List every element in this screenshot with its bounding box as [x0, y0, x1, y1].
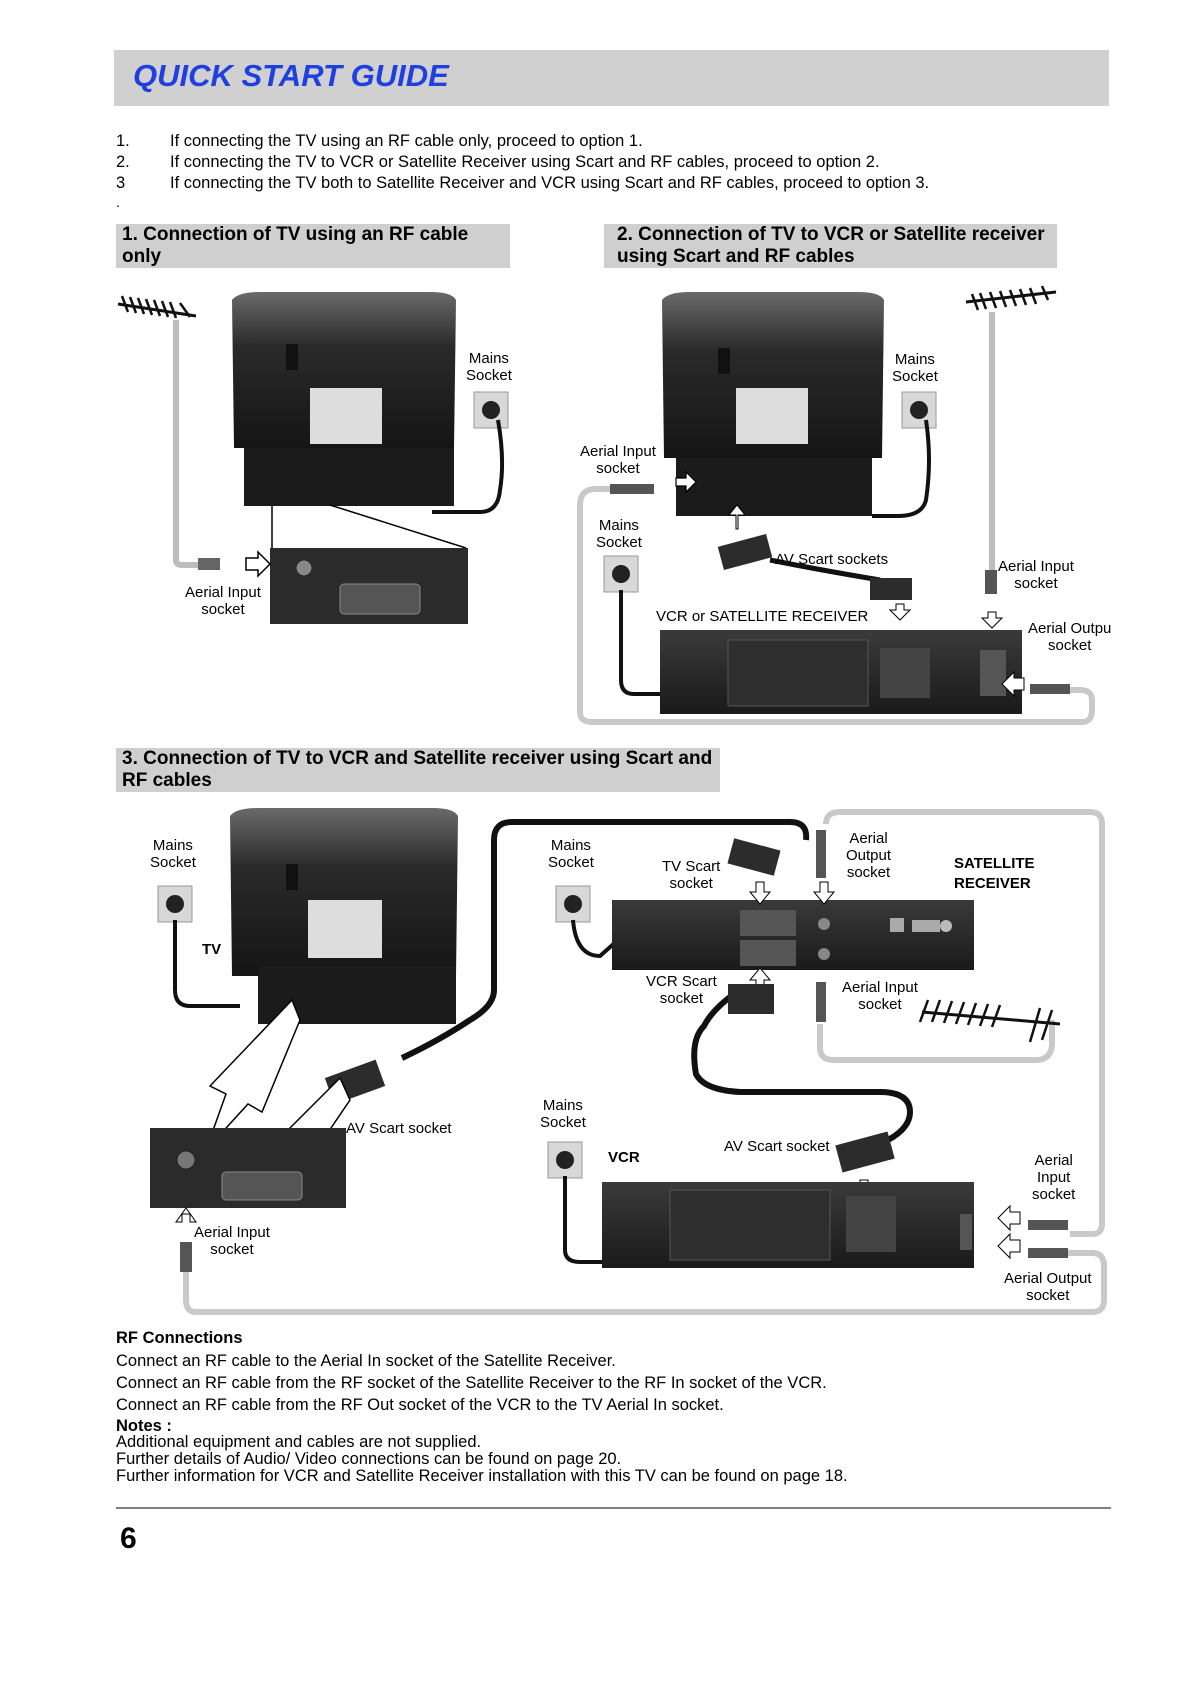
scart-cable-sat-vcr [691, 991, 914, 1143]
vcr-device-3 [602, 1182, 974, 1268]
mains-socket-2 [872, 391, 937, 518]
aerial-antenna-2 [965, 285, 1057, 311]
tv-back-3 [230, 808, 458, 1024]
rf-cable-1 [173, 320, 200, 568]
section1-title: 1. Connection of TV using an RF cable on… [122, 224, 468, 268]
scart-plug-2b [870, 578, 912, 600]
scart-plug-3vcr-b [835, 1131, 895, 1173]
notes-heading: Notes : [116, 1417, 172, 1435]
aerial-antenna-3 [918, 999, 1061, 1043]
note-line: Further details of Audio/ Video connecti… [116, 1450, 622, 1468]
section3-title-line2: RF cables [122, 770, 212, 791]
satellite-receiver [612, 900, 974, 970]
label-av-scart: AV Scart sockets [775, 551, 889, 568]
rf-line: Connect an RF cable to the Aerial In soc… [116, 1352, 616, 1370]
intro-number: 1. [116, 132, 130, 150]
section3-title-line1: 3. Connection of TV to VCR and Satellite… [122, 748, 713, 769]
note-line: Further information for VCR and Satellit… [116, 1467, 848, 1485]
section1-title-line1: 1. Connection of TV using an RF cable [122, 224, 469, 245]
mains-socket-3b [555, 885, 620, 959]
rf-plug-1 [198, 558, 220, 570]
scart-plug-3sat [727, 838, 781, 876]
intro-text: If connecting the TV using an RF cable o… [170, 132, 643, 150]
label-av-scart: AV Scart socket [346, 1120, 452, 1137]
label-av-scart: AV Scart socket [724, 1138, 830, 1155]
mains-socket-3c [547, 1141, 608, 1264]
section1-bar [116, 224, 510, 268]
aerial-antenna-1 [117, 295, 197, 319]
section3-bar [116, 748, 720, 792]
label-device: VCR or SATELLITE RECEIVER [656, 608, 869, 625]
intro-number: 2. [116, 153, 130, 171]
scart-plug-3vcr-a [728, 984, 774, 1014]
section2-title: 2. Connection of TV to VCR or Satellite … [617, 224, 1045, 268]
mains-socket-2b [603, 555, 680, 696]
rf-line: Connect an RF cable from the RF Out sock… [116, 1396, 724, 1414]
intro-text: If connecting the TV to VCR or Satellite… [170, 153, 880, 171]
intro-text: If connecting the TV both to Satellite R… [170, 174, 930, 192]
rf-heading: RF Connections [116, 1329, 243, 1347]
tv-back-1 [232, 292, 456, 506]
header-bar [114, 50, 1109, 106]
scart-cable-tv-sat [400, 819, 810, 1061]
note-line: Additional equipment and cables are not … [116, 1433, 482, 1451]
rf-cable-sat-vcr [823, 809, 1105, 1237]
rf-cable-sat-aerial [817, 1020, 1055, 1063]
rf-loop-2 [577, 486, 1095, 725]
label-vcr: VCR [608, 1149, 640, 1166]
tv-back-2 [662, 292, 884, 516]
mains-socket-3a [157, 885, 240, 1008]
section2-title-line1: 2. Connection of TV to VCR or Satellite … [617, 224, 1045, 245]
scart-plug-2a [717, 504, 773, 571]
page-number: 6 [120, 1522, 137, 1555]
intro-number: 3 [116, 174, 126, 192]
rf-cable-vcr-tv [183, 1250, 1107, 1315]
label-tv: TV [202, 941, 222, 958]
intro-dot: . [116, 194, 120, 210]
section1-title-line2: only [122, 246, 162, 267]
mains-socket-1 [432, 391, 509, 514]
section2-bar [604, 224, 1057, 268]
vcr-device-2 [660, 630, 1022, 714]
rf-line: Connect an RF cable from the RF socket o… [116, 1374, 827, 1392]
section2-title-line2: using Scart and RF cables [617, 246, 855, 267]
page-title: QUICK START GUIDE [133, 58, 449, 93]
section3-title: 3. Connection of TV to VCR and Satellite… [122, 748, 712, 792]
